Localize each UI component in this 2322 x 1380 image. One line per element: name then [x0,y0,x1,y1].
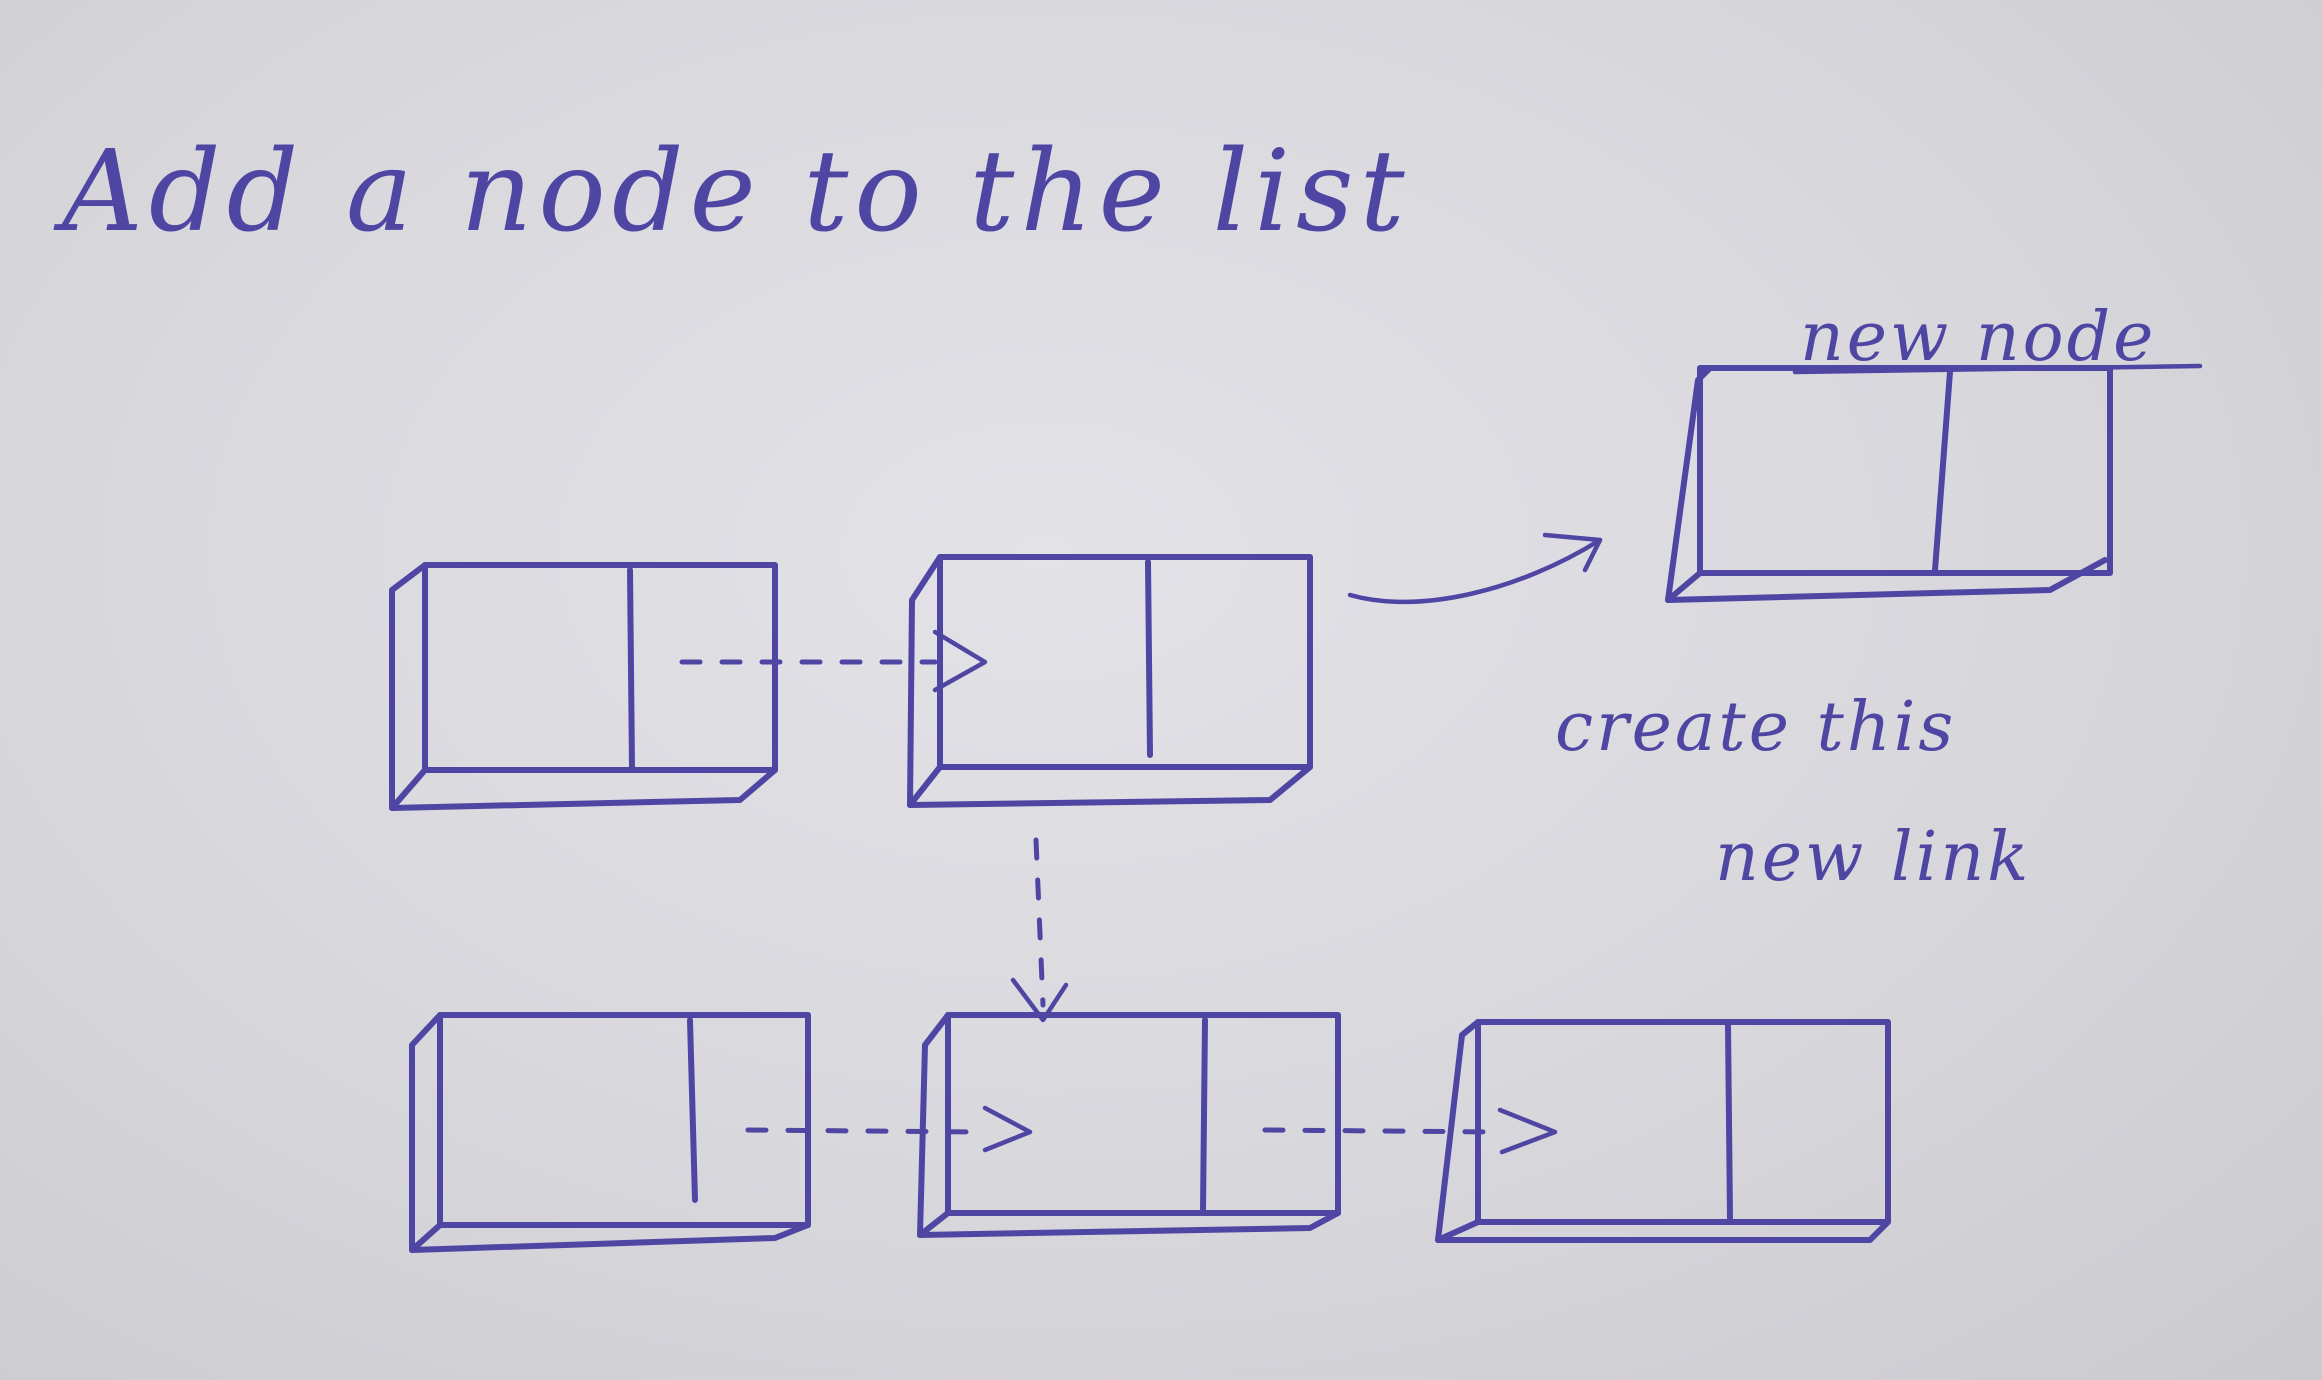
arrowhead-bottom-2 [1497,1107,1558,1155]
link-bottom-1-to-2 [745,1105,1033,1153]
link-top-1-to-2 [679,629,988,693]
node-top-1-face [422,562,778,773]
node-bottom-1-face [437,1012,811,1228]
node-top-1 [389,562,778,811]
diagram-title: Add a node to the list [53,127,1411,257]
new-link-label-line2: new link [1715,818,2031,897]
new-node-label: new node [1800,298,2156,377]
link-to-new-node [1347,532,1603,605]
node-bottom-3-divider [1725,1022,1733,1221]
node-bottom-1 [409,1012,811,1253]
new-node-face [1697,365,2113,576]
link-bottom-2-to-3 [1262,1107,1558,1155]
new-node-depth [1665,365,2108,603]
node-top-2-face [937,554,1313,770]
arrowhead-new-link [1542,532,1603,573]
node-top-1-divider [627,567,635,771]
node-bottom-3-face [1475,1019,1891,1225]
node-bottom-2-face [945,1012,1341,1216]
arrowhead-top-1 [932,629,988,693]
node-bottom-1-divider [687,1017,698,1203]
node-bottom-2-divider [1200,1017,1208,1213]
node-bottom-2-depth [917,1012,1341,1238]
node-top-2 [907,554,1313,808]
arrowhead-down [1010,977,1069,1023]
link-top-2-to-bottom-2 [1010,837,1069,1023]
arrowhead-bottom-1 [982,1105,1033,1153]
new-link-label-line1: create this [1555,688,1956,767]
node-bottom-3 [1435,1019,1891,1243]
node-top-2-divider [1145,559,1153,758]
new-node [1665,365,2113,603]
node-bottom-3-depth [1435,1019,1891,1243]
node-bottom-2 [917,1012,1341,1238]
new-node-divider [1932,369,1953,573]
